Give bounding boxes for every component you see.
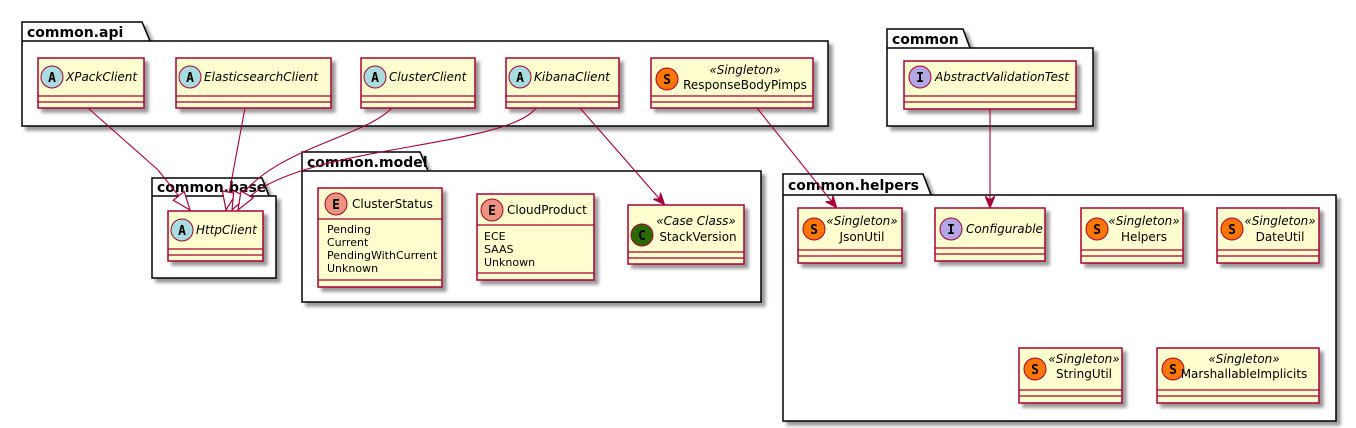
badge-letter: S [810,223,818,238]
class-helpers[interactable]: S «Singleton» Helpers [1080,207,1184,264]
class-stackversion[interactable]: C «Case Class» StackVersion [627,204,745,265]
class-stereotype: «Singleton» [1048,352,1119,366]
badge-letter: A [48,71,56,86]
class-clusterclient[interactable]: A ClusterClient [360,57,476,109]
badge-letter: I [947,223,955,238]
class-name: Configurable [966,222,1043,236]
enum-literal: Unknown [484,256,535,269]
class-name: StringUtil [1056,367,1112,381]
singleton-badge-icon [655,67,679,91]
enum-badge-icon [324,192,348,216]
enum-literal: PendingWithCurrent [327,249,438,262]
package-label-base: common.base [157,180,266,196]
badge-letter: A [186,71,194,86]
class-name: ClusterStatus [352,197,433,211]
class-name: MarshallableImplicits [1181,367,1308,381]
class-name: XPackClient [65,70,138,84]
badge-letter: S [1093,223,1101,238]
enum-clusterstatus[interactable]: E ClusterStatus Pending Current PendingW… [317,187,443,288]
class-name: Helpers [1121,230,1167,244]
badge-letter: E [488,204,496,219]
class-xpackclient[interactable]: A XPackClient [37,57,145,109]
edge-rbp-uses-jsonutil [756,107,836,207]
class-stereotype: «Singleton» [1244,214,1315,228]
edge-xpack-extends-http [87,107,190,210]
singleton-badge-icon [802,217,826,241]
class-stereotype: «Case Class» [656,214,736,228]
badge-letter: S [1228,223,1236,238]
enum-literal: ECE [484,230,506,243]
enum-cloudproduct[interactable]: E CloudProduct ECE SAAS Unknown [476,193,595,281]
class-elasticsearchclient[interactable]: A ElasticsearchClient [175,57,332,109]
badge-letter: A [178,224,186,239]
interface-badge-icon [939,217,963,241]
interface-configurable[interactable]: I Configurable [934,207,1046,262]
class-responsebodypimps[interactable]: S «Singleton» ResponseBodyPimps [650,57,814,109]
badge-letter: I [916,71,924,86]
class-kibanaclient[interactable]: A KibanaClient [505,57,620,109]
edge-kibana-extends-http [238,107,537,210]
singleton-badge-icon [1220,217,1244,241]
package-label-common: common [892,32,959,48]
badge-letter: S [663,73,671,88]
case-class-badge-icon [630,223,654,247]
package-label-helpers: common.helpers [788,178,919,194]
class-name: ElasticsearchClient [204,70,319,84]
singleton-badge-icon [1161,357,1185,381]
badge-letter: E [332,198,340,213]
enum-badge-icon [480,198,504,222]
class-name: JsonUtil [839,230,885,244]
class-dateutil[interactable]: S «Singleton» DateUtil [1216,207,1320,264]
class-stereotype: «Singleton» [1208,352,1279,366]
edge-es-extends-http [226,107,246,210]
singleton-badge-icon [1023,357,1047,381]
class-name: ClusterClient [389,70,468,84]
package-label-model: common.model [307,155,428,171]
enum-literal: SAAS [484,243,514,256]
class-name: DateUtil [1256,230,1305,244]
class-marshallableimplicits[interactable]: S «Singleton» MarshallableImplicits [1156,347,1320,404]
class-stereotype: «Singleton» [826,214,897,228]
class-httpclient[interactable]: A HttpClient [167,210,264,262]
badge-letter: A [371,71,379,86]
class-name: ResponseBodyPimps [683,78,807,92]
package-label-api: common.api [27,25,123,41]
class-name: HttpClient [196,223,258,237]
class-name: CloudProduct [507,203,587,217]
class-name: StackVersion [659,230,736,244]
class-stereotype: «Singleton» [709,63,780,77]
enum-literal: Current [327,236,369,249]
abstract-badge-icon [178,65,202,89]
class-stringutil[interactable]: S «Singleton» StringUtil [1018,347,1123,404]
badge-letter: C [638,229,646,244]
abstract-badge-icon [363,65,387,89]
interface-badge-icon [908,65,932,89]
singleton-badge-icon [1085,217,1109,241]
enum-literal: Unknown [327,262,378,275]
class-name: KibanaClient [534,70,611,84]
badge-letter: S [1169,363,1177,378]
edge-kibana-uses-stackversion [579,107,664,204]
interface-abstractvalidationtest[interactable]: I AbstractValidationTest [903,60,1077,110]
enum-literal: Pending [327,223,371,236]
class-jsonutil[interactable]: S «Singleton» JsonUtil [797,207,903,264]
abstract-badge-icon [170,218,194,242]
class-stereotype: «Singleton» [1108,214,1179,228]
badge-letter: A [516,71,524,86]
abstract-badge-icon [508,65,532,89]
abstract-badge-icon [40,65,64,89]
badge-letter: S [1031,363,1039,378]
class-name: AbstractValidationTest [934,70,1070,84]
